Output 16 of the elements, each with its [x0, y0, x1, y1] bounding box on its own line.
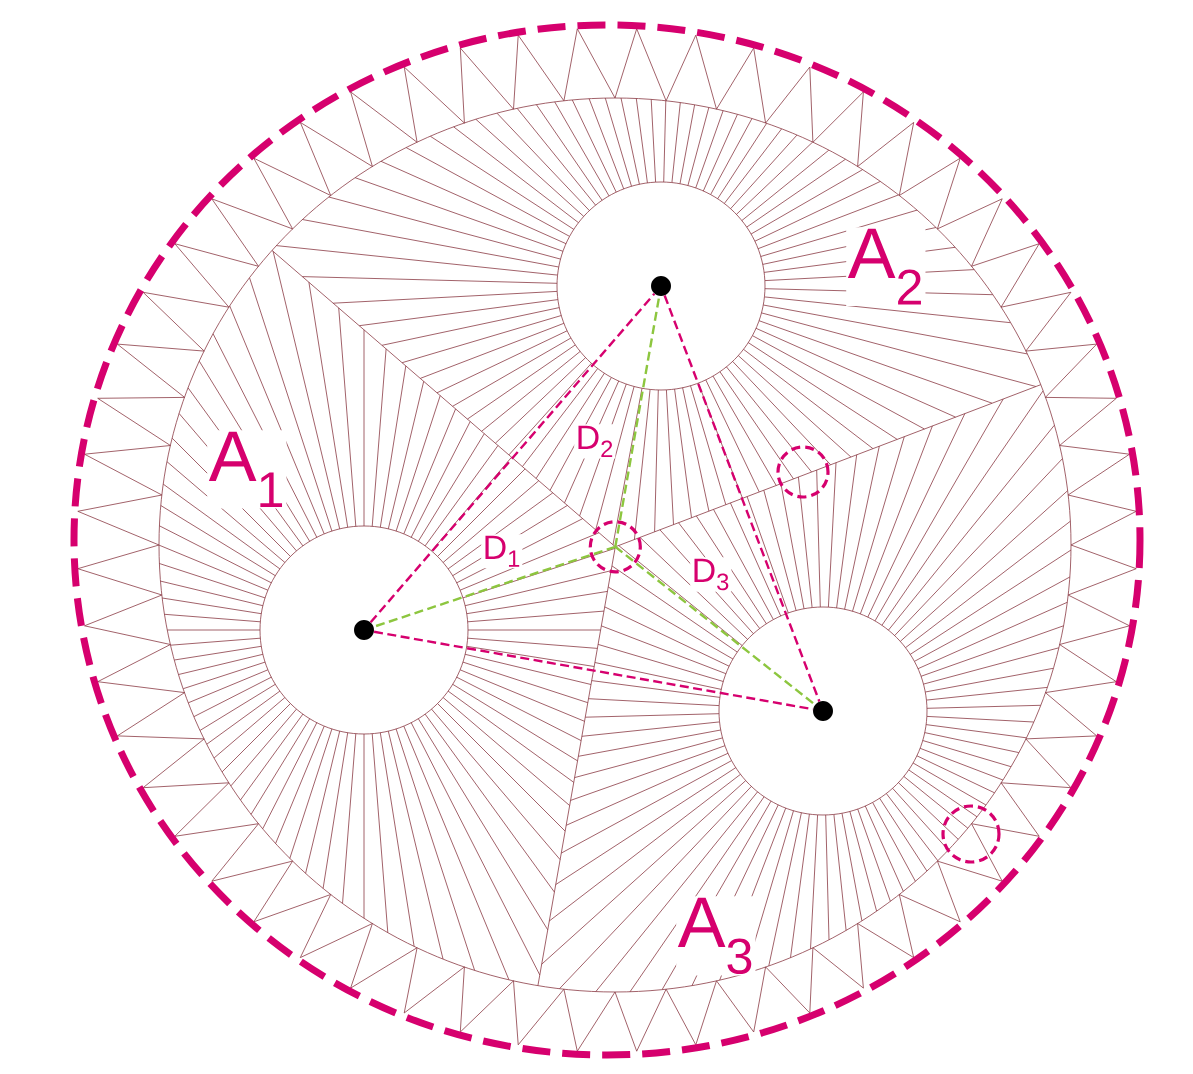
dashed-line	[373, 545, 616, 628]
dashed-circle	[776, 445, 830, 499]
dashed-circle	[588, 520, 642, 574]
dashed-line	[663, 295, 821, 702]
region-label: A$_{1}$	[207, 430, 287, 509]
region-label: A$_{2}$	[846, 227, 926, 306]
edge-label: D$_{1}$	[481, 534, 523, 569]
dot	[354, 620, 374, 640]
dashed-line	[614, 545, 816, 706]
region-label: A$_{3}$	[676, 896, 756, 976]
dashed-circle	[941, 804, 1001, 864]
dot	[813, 701, 833, 721]
dashed-line	[369, 292, 656, 624]
edge-label: D$_{3}$	[690, 557, 732, 592]
edge-label: D$_{2}$	[574, 424, 616, 459]
dot	[651, 276, 671, 296]
